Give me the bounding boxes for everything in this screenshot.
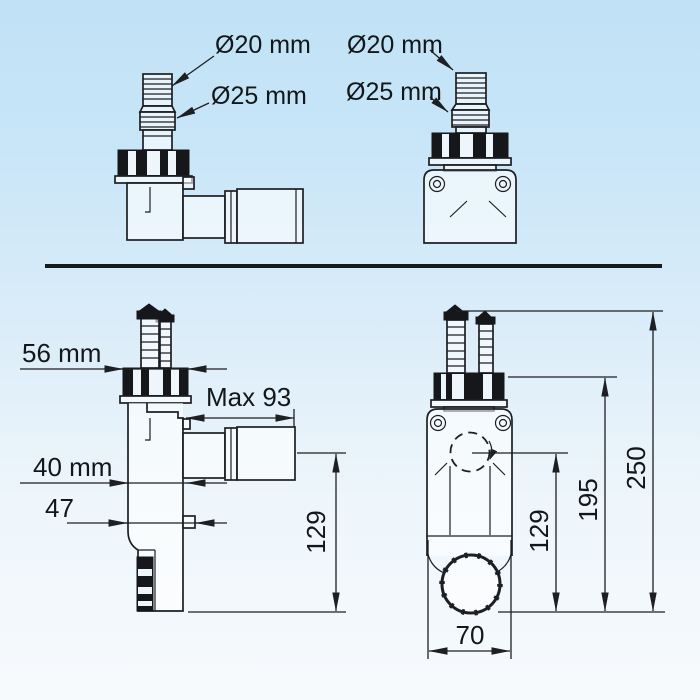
vent-ribs (447, 326, 465, 367)
screw-hole-left-inner (432, 179, 442, 189)
view-top-front: Ø20 mm Ø25 mm (346, 31, 517, 244)
vent-ribs (160, 328, 171, 362)
barb-ribs (456, 77, 486, 99)
screw-hole-left (429, 414, 447, 432)
barb-ribs (143, 78, 172, 100)
leader-d20 (171, 55, 215, 87)
dim-label-40mm: 40 mm (33, 452, 112, 482)
barb-collar (142, 129, 173, 151)
extension-lines (427, 310, 665, 659)
label-od25-side: Ø25 mm (211, 82, 307, 110)
nut-stripe (171, 369, 179, 395)
knurl-gap (138, 601, 152, 606)
nut-stripe (128, 151, 136, 175)
valve-body-side (126, 182, 184, 241)
nut-flange (428, 157, 512, 166)
nut-stripe (133, 369, 141, 395)
label-od20-front: Ø20 mm (347, 31, 443, 59)
dim-label-129-front: 129 (524, 509, 554, 552)
leader-d25 (176, 102, 210, 119)
dim-label-70: 70 (456, 620, 485, 650)
vent-ribs (479, 330, 493, 364)
barb-taper (450, 103, 491, 111)
view-top-side: Ø20 mm Ø25 mm (114, 31, 311, 244)
funnel-hatch-lines (449, 200, 507, 218)
divider-line (45, 264, 662, 268)
label-od20-side: Ø20 mm (215, 31, 311, 59)
body-clip-tab (182, 176, 195, 190)
screw-hole-right-inner (498, 418, 508, 428)
nut-stripe (460, 134, 473, 157)
screw-hole-left-inner (433, 418, 443, 428)
knurl-gap (138, 587, 152, 594)
bracket-tab (182, 515, 196, 529)
dim-label-195: 195 (573, 478, 603, 521)
knurl-gap (138, 569, 152, 576)
outlet-outer (236, 426, 296, 481)
outlet-opening-circle (440, 553, 502, 615)
barb-collar (455, 126, 487, 134)
outlet-opening-teeth (439, 552, 503, 616)
screw-hole-right-inner (498, 179, 508, 189)
body-step-tab (182, 418, 191, 430)
vent-cap-peak (136, 303, 162, 313)
nut-stripe (452, 374, 464, 399)
vent-ribs (141, 325, 159, 359)
screw-hole-right (494, 414, 512, 432)
valve-body-outline (127, 403, 184, 612)
outlet-outer (236, 188, 304, 244)
funnel-lines (434, 462, 506, 535)
label-od25-front: Ø25 mm (346, 78, 442, 106)
rotation-arrow (488, 440, 498, 460)
vent-cap-peak (475, 310, 494, 319)
nut-flange (119, 395, 192, 404)
barb-ribs (140, 116, 175, 128)
vent-cap-peak (443, 304, 467, 314)
extension-lines-129 (188, 452, 346, 613)
dim-label-250: 250 (621, 446, 651, 489)
nut-stripe (442, 134, 449, 157)
leader-d20 (429, 49, 454, 71)
dim-label-max93: Max 93 (206, 382, 291, 412)
outlet-inner (182, 432, 226, 479)
leader-d25 (429, 96, 449, 113)
valve-body-front (423, 169, 517, 244)
nut-flange (430, 399, 508, 408)
view-bottom-side: 56 mm Max 93 40 mm 47 129 (20, 303, 346, 613)
nut-stripe (486, 134, 493, 157)
vent-pipe-large (446, 319, 466, 374)
outlet-inner (182, 195, 226, 239)
dim-label-56mm: 56 mm (22, 338, 101, 368)
body-detail-lines (138, 418, 156, 611)
nut-stripe (168, 151, 176, 175)
nut-stripe (441, 374, 446, 399)
nut-stripe (147, 151, 160, 175)
nut-stripe (483, 374, 492, 399)
nut-flange (114, 175, 193, 184)
view-bottom-front: 250 195 129 70 (426, 304, 665, 659)
valve-body-front-lower (426, 408, 513, 556)
body-latch-line (145, 187, 151, 213)
dim-label-47: 47 (45, 493, 74, 523)
nut-stripe (149, 369, 163, 395)
screw-hole-left (428, 175, 446, 193)
screw-hole-right (494, 175, 512, 193)
dim-label-129-side: 129 (301, 510, 331, 553)
barb-taper (138, 105, 177, 113)
knockout-dashed-circle (449, 431, 491, 473)
barb-ribs (452, 114, 489, 126)
